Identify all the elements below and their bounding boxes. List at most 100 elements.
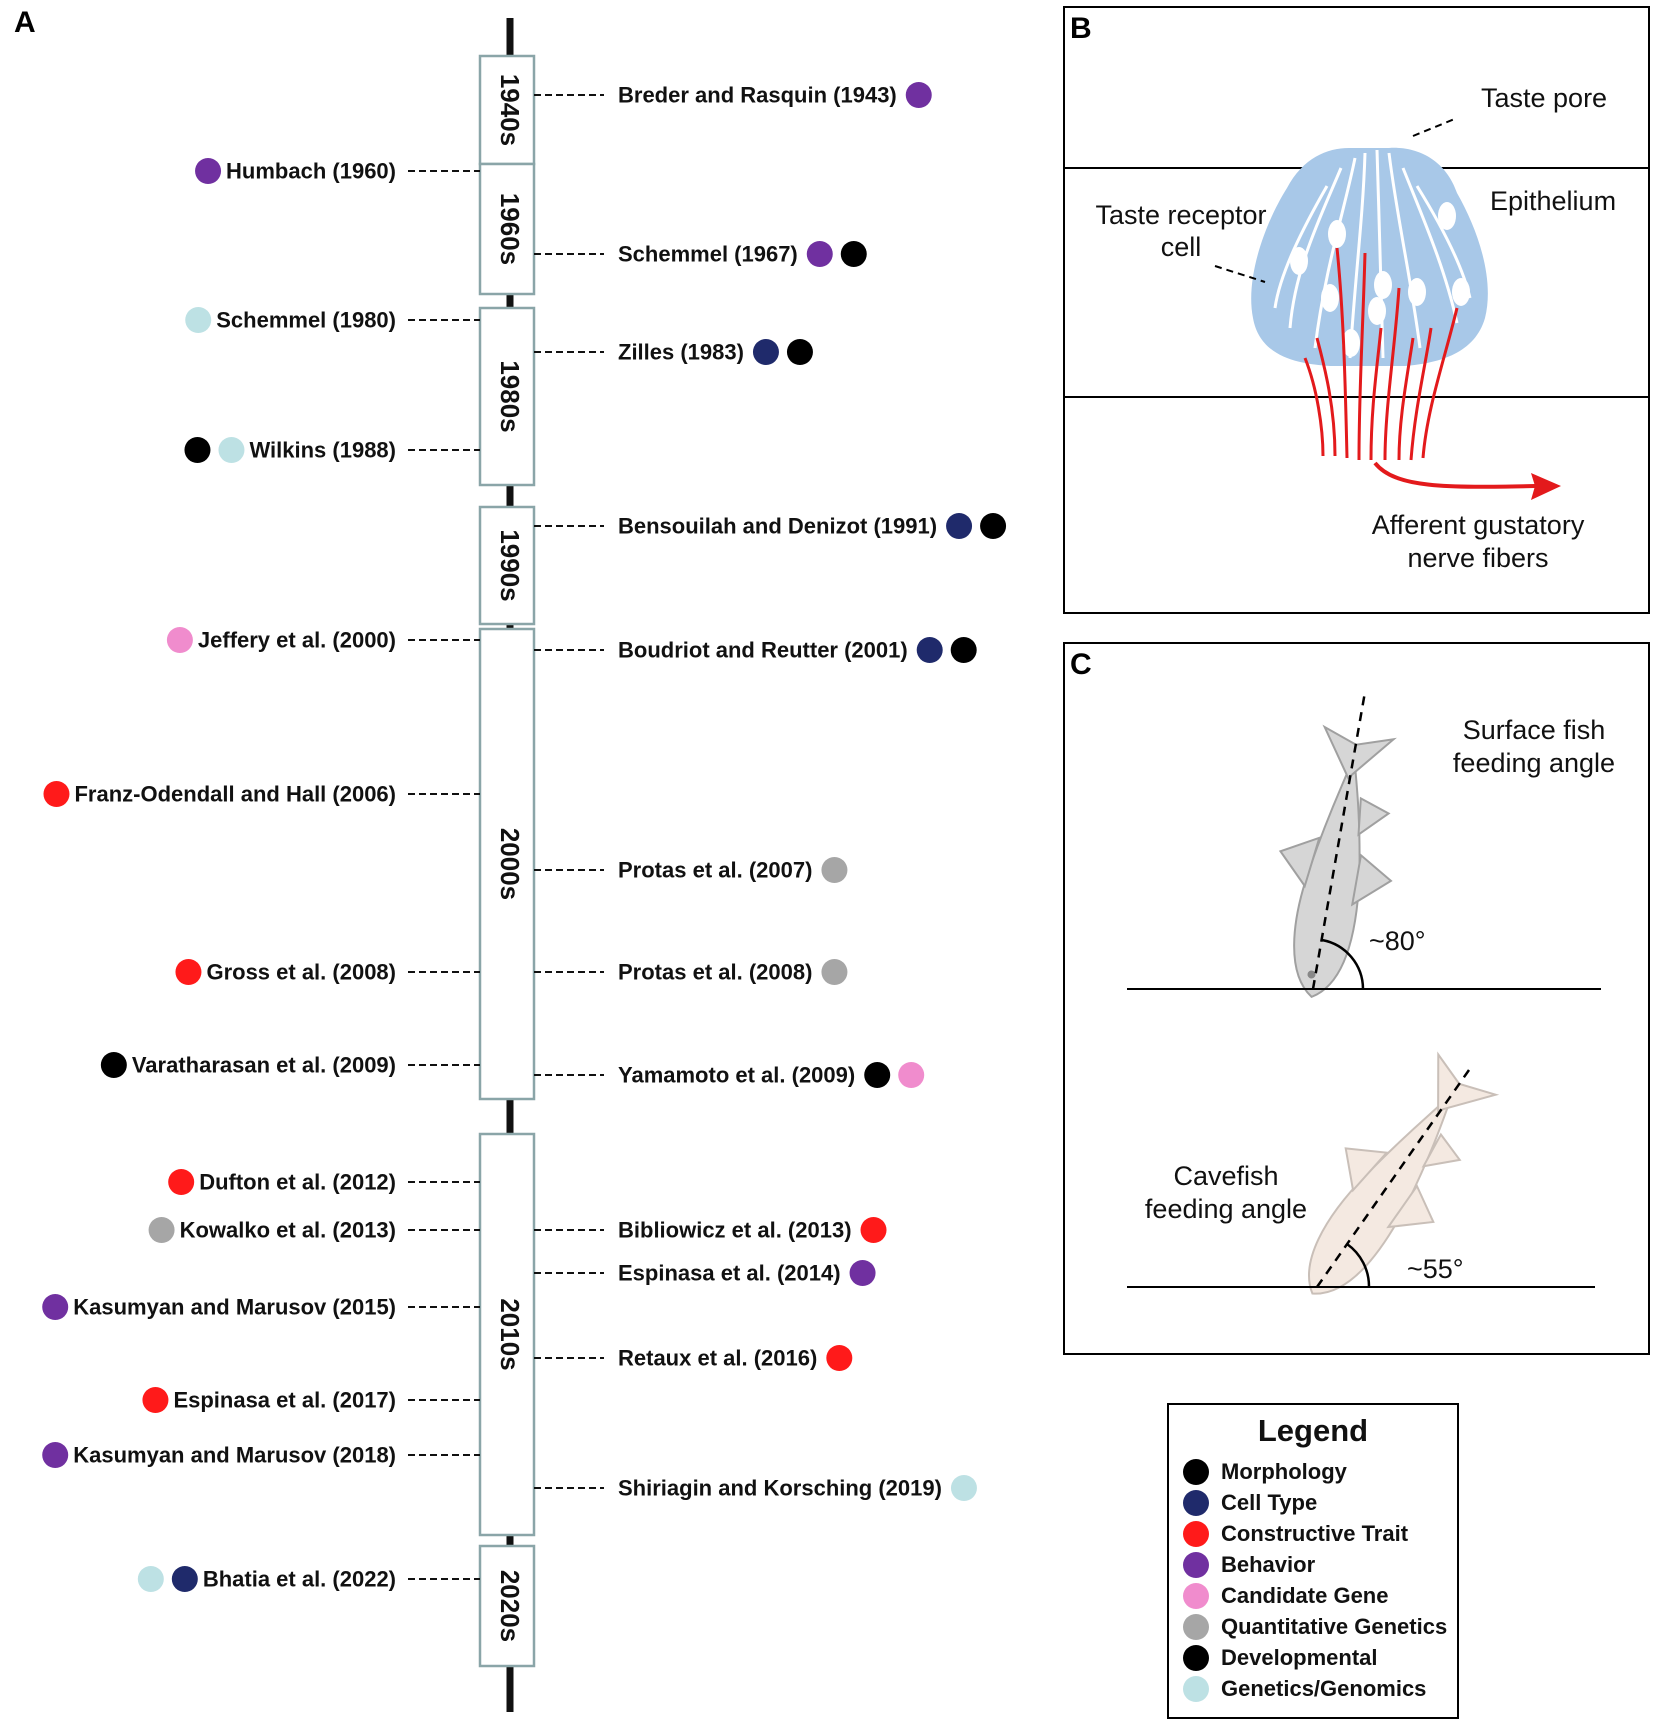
category-dot <box>898 1062 925 1088</box>
decade-label: 2000s <box>495 828 525 900</box>
surface-label-2: feeding angle <box>1453 748 1615 778</box>
left-entry: Wilkins (1988) <box>184 437 480 463</box>
category-dot <box>840 241 867 267</box>
left-entry: Varatharasan et al. (2009) <box>100 1052 480 1078</box>
afferent-label-2: nerve fibers <box>1407 543 1548 573</box>
legend-item: Developmental <box>1183 1643 1378 1673</box>
category-dot <box>826 1345 853 1371</box>
legend-label: Candidate Gene <box>1221 1583 1389 1608</box>
taste-receptor-label: Taste receptor <box>1095 200 1266 230</box>
cave-angle-label: ~55° <box>1407 1254 1464 1284</box>
left-entry: Kasumyan and Marusov (2018) <box>42 1442 480 1468</box>
left-entry: Dufton et al. (2012) <box>168 1169 480 1195</box>
category-dot <box>168 1169 195 1195</box>
entry-label: Espinasa et al. (2017) <box>173 1388 396 1413</box>
left-entry: Humbach (1960) <box>195 158 480 184</box>
panel-c: Surface fish feeding angle ~80° Cavefish… <box>1063 642 1650 1355</box>
category-dot <box>185 307 212 333</box>
right-entry: Protas et al. (2007) <box>534 857 848 883</box>
entry-label: Schemmel (1967) <box>618 242 798 267</box>
panel-a-letter: A <box>14 6 36 39</box>
right-entry: Bensouilah and Denizot (1991) <box>534 513 1007 539</box>
legend-label: Constructive Trait <box>1221 1521 1409 1546</box>
decade-label: 2010s <box>495 1298 525 1370</box>
category-dot <box>195 158 222 184</box>
right-entry: Breder and Rasquin (1943) <box>534 82 932 108</box>
entry-label: Gross et al. (2008) <box>206 960 396 985</box>
category-dot <box>166 627 193 653</box>
panel-c-letter: C <box>1070 648 1092 681</box>
nerve-fibers <box>1303 247 1459 461</box>
category-dot <box>100 1052 127 1078</box>
legend-label: Behavior <box>1221 1552 1316 1577</box>
cave-fish-axis <box>1315 1069 1471 1288</box>
entry-label: Protas et al. (2008) <box>618 960 812 985</box>
cave-label-2: feeding angle <box>1145 1194 1307 1224</box>
decade-label: 1940s <box>495 74 525 146</box>
left-entry: Gross et al. (2008) <box>175 959 480 985</box>
right-entry: Bibliowicz et al. (2013) <box>534 1217 887 1243</box>
legend-item: Cell Type <box>1183 1488 1317 1518</box>
category-dot <box>849 1260 876 1286</box>
cave-label-1: Cavefish <box>1173 1161 1278 1191</box>
entry-label: Kasumyan and Marusov (2018) <box>73 1443 396 1468</box>
legend-swatch <box>1183 1614 1209 1640</box>
taste-bud <box>1251 147 1488 366</box>
entry-label: Espinasa et al. (2014) <box>618 1261 841 1286</box>
category-dot <box>218 437 245 463</box>
category-dot <box>946 513 973 539</box>
entry-label: Schemmel (1980) <box>216 308 396 333</box>
category-dot <box>905 82 932 108</box>
right-entry: Retaux et al. (2016) <box>534 1345 853 1371</box>
right-entry: Schemmel (1967) <box>534 241 867 267</box>
category-dot <box>916 637 943 663</box>
category-dot <box>175 959 202 985</box>
legend-swatch <box>1183 1645 1209 1671</box>
legend-label: Genetics/Genomics <box>1221 1676 1427 1701</box>
legend-swatch <box>1183 1676 1209 1702</box>
panel-b-letter: B <box>1070 12 1092 45</box>
category-dot <box>864 1062 891 1088</box>
taste-receptor-cell-label: cell <box>1161 232 1202 262</box>
decade-box-2010s: 2010s <box>478 1132 536 1537</box>
category-dot <box>806 241 833 267</box>
legend-title: Legend <box>1257 1413 1369 1448</box>
category-dot <box>42 1294 69 1320</box>
decade-label: 1960s <box>495 193 525 265</box>
entry-label: Jeffery et al. (2000) <box>198 628 396 653</box>
decade-label: 2020s <box>495 1570 525 1642</box>
entry-label: Dufton et al. (2012) <box>199 1170 396 1195</box>
category-dot <box>137 1566 164 1592</box>
entry-label: Kasumyan and Marusov (2015) <box>73 1295 396 1320</box>
afferent-arrow-line <box>1373 461 1536 489</box>
surface-label-1: Surface fish <box>1463 715 1606 745</box>
category-dot <box>142 1387 169 1413</box>
entry-label: Varatharasan et al. (2009) <box>132 1053 396 1078</box>
receptor-cell-leader <box>1214 265 1266 283</box>
nuclei <box>1290 202 1470 357</box>
legend-item: Behavior <box>1183 1550 1315 1580</box>
category-dot <box>950 1475 977 1501</box>
entry-label: Protas et al. (2007) <box>618 858 812 883</box>
entry-label: Zilles (1983) <box>618 340 744 365</box>
feeding-angle-diagram: Surface fish feeding angle ~80° Cavefish… <box>1127 691 1615 1295</box>
taste-pore-label: Taste pore <box>1481 83 1607 113</box>
entry-label: Kowalko et al. (2013) <box>180 1218 396 1243</box>
category-dot <box>184 437 211 463</box>
entry-label: Bhatia et al. (2022) <box>203 1567 396 1592</box>
decade-label: 1990s <box>495 529 525 601</box>
legend-swatch <box>1183 1552 1209 1578</box>
legend-item: Constructive Trait <box>1183 1519 1408 1549</box>
category-dot <box>752 339 779 365</box>
legend-swatch <box>1183 1490 1209 1516</box>
entry-label: Bibliowicz et al. (2013) <box>618 1218 852 1243</box>
entry-label: Breder and Rasquin (1943) <box>618 83 897 108</box>
left-entry: Schemmel (1980) <box>185 307 480 333</box>
left-entry: Kowalko et al. (2013) <box>148 1217 480 1243</box>
taste-bud-diagram: Taste pore Epithelium Taste receptor cel… <box>1065 83 1648 573</box>
surface-fish-axis <box>1311 691 1367 990</box>
category-dot <box>171 1566 198 1592</box>
cave-angle-arc <box>1346 1242 1371 1288</box>
